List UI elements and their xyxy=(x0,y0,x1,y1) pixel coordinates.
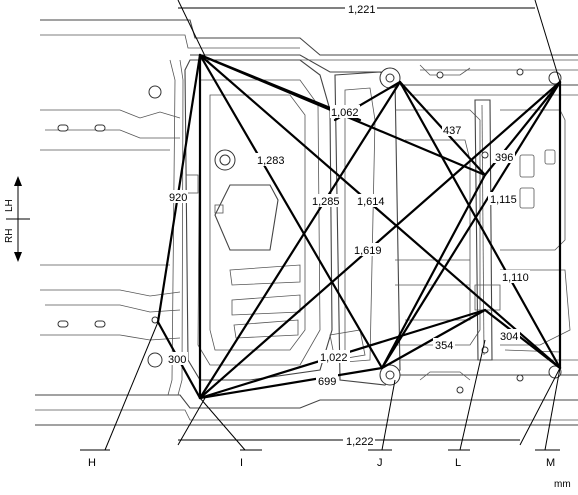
dim-1221-top: 1,221 xyxy=(348,4,376,16)
arrow-up-icon xyxy=(14,176,22,186)
lh-label: LH xyxy=(4,199,15,212)
unit-label: mm xyxy=(554,479,571,490)
dim-354: 354 xyxy=(435,340,453,352)
point-label-j: J xyxy=(377,457,383,469)
dim-1115: 1,115 xyxy=(490,194,517,206)
dim-396: 396 xyxy=(495,152,513,164)
dim-1614: 1,614 xyxy=(357,196,385,208)
dim-1222-bottom: 1,222 xyxy=(346,436,374,448)
dimension-labels: 1,221 1,062 437 396 1,283 920 1,285 1,61… xyxy=(166,2,530,448)
dim-1022: 1,022 xyxy=(320,352,348,364)
dim-1619: 1,619 xyxy=(354,245,382,257)
point-label-l: L xyxy=(455,457,461,469)
dim-699: 699 xyxy=(318,376,336,388)
dim-920: 920 xyxy=(169,192,187,204)
dim-304: 304 xyxy=(500,331,518,343)
point-label-m: M xyxy=(546,457,555,469)
point-label-h: H xyxy=(88,457,96,469)
orientation-indicator: LH RH xyxy=(4,176,30,262)
reference-point-labels: H I J L M xyxy=(88,457,555,469)
rh-label: RH xyxy=(4,229,15,243)
dim-1062: 1,062 xyxy=(331,107,359,119)
dim-1285: 1,285 xyxy=(312,196,340,208)
dim-1110: 1,110 xyxy=(502,272,529,284)
dim-300: 300 xyxy=(168,354,186,366)
arrow-down-icon xyxy=(14,252,22,262)
dim-437: 437 xyxy=(443,125,461,137)
dim-1283: 1,283 xyxy=(257,155,285,167)
overall-dimension-lines xyxy=(177,0,561,446)
point-label-i: I xyxy=(240,457,243,469)
leader-lines xyxy=(80,321,561,451)
